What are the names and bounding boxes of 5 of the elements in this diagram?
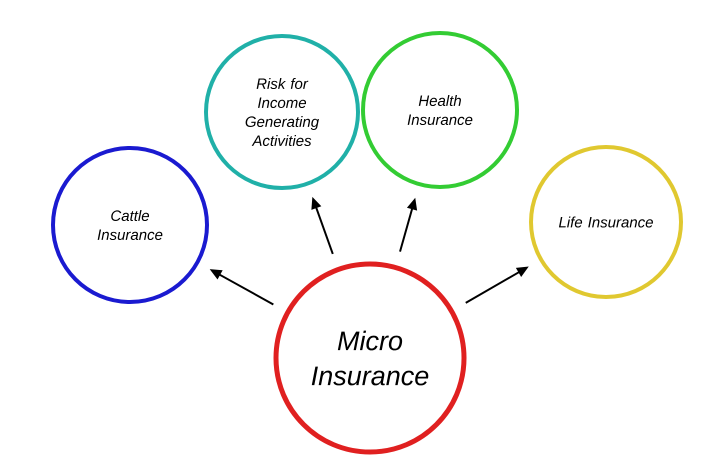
circle-node: Risk for Income Generating Activities (204, 34, 360, 190)
circle-node: Life Insurance (529, 145, 683, 299)
circle-node: Cattle Insurance (51, 146, 209, 304)
circle-node: Health Insurance (361, 31, 519, 189)
circle-node: Micro Insurance (274, 262, 466, 454)
